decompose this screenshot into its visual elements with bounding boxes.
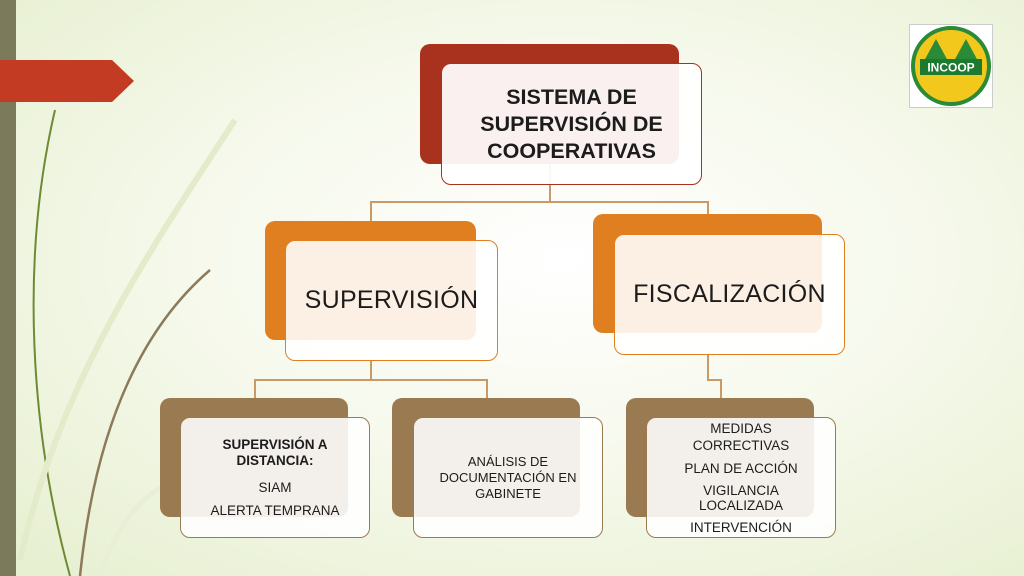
logo-text: INCOOP [927, 61, 974, 75]
connector-level1-bar [370, 201, 708, 203]
connector-supervision [370, 360, 372, 380]
remote-node: SUPERVISIÓN A DISTANCIA: SIAM ALERTA TEM… [180, 417, 370, 538]
analysis-line-2: DOCUMENTACIÓN EN [439, 469, 577, 485]
analysis-node: ANÁLISIS DE DOCUMENTACIÓN EN GABINETE [413, 417, 603, 538]
left-accent-bar [0, 0, 16, 576]
root-title-line-3: COOPERATIVAS [487, 138, 656, 163]
connector-to-analysis [486, 379, 488, 398]
measures-item-3: VIGILANCIA LOCALIZADA [698, 482, 784, 513]
connector-fiscalizacion-elbow [707, 379, 721, 381]
connector-to-measures [720, 379, 722, 398]
connector-to-supervision [370, 201, 372, 221]
root-title-line-1: SISTEMA DE [506, 84, 637, 109]
remote-item-alerta: ALERTA TEMPRANA [210, 502, 340, 518]
connector-to-remote [254, 379, 256, 398]
measures-item-2: PLAN DE ACCIÓN [684, 460, 798, 476]
measures-item-1: MEDIDAS CORRECTIVAS [692, 420, 790, 453]
measures-item-4: INTERVENCIÓN [690, 519, 792, 535]
incoop-logo: INCOOP [909, 24, 993, 108]
fiscalizacion-node: FISCALIZACIÓN [614, 234, 845, 355]
connector-fiscalizacion [707, 354, 709, 380]
fiscalizacion-label: FISCALIZACIÓN [633, 280, 826, 308]
analysis-line-3: GABINETE [475, 485, 541, 501]
remote-title-line-1: SUPERVISIÓN A [222, 436, 328, 452]
remote-item-siam: SIAM [258, 479, 292, 495]
root-node: SISTEMA DE SUPERVISIÓN DE COOPERATIVAS [441, 63, 702, 185]
analysis-line-1: ANÁLISIS DE [467, 453, 549, 469]
supervision-label: SUPERVISIÓN [304, 286, 479, 314]
remote-title-line-2: DISTANCIA: [236, 452, 314, 468]
supervision-node: SUPERVISIÓN [285, 240, 498, 361]
root-title-line-2: SUPERVISIÓN DE [480, 111, 663, 136]
measures-node: MEDIDAS CORRECTIVAS PLAN DE ACCIÓN VIGIL… [646, 417, 836, 538]
connector-level2-bar [254, 379, 487, 381]
red-arrow-accent [0, 60, 134, 102]
connector-to-fiscalizacion [707, 201, 709, 215]
